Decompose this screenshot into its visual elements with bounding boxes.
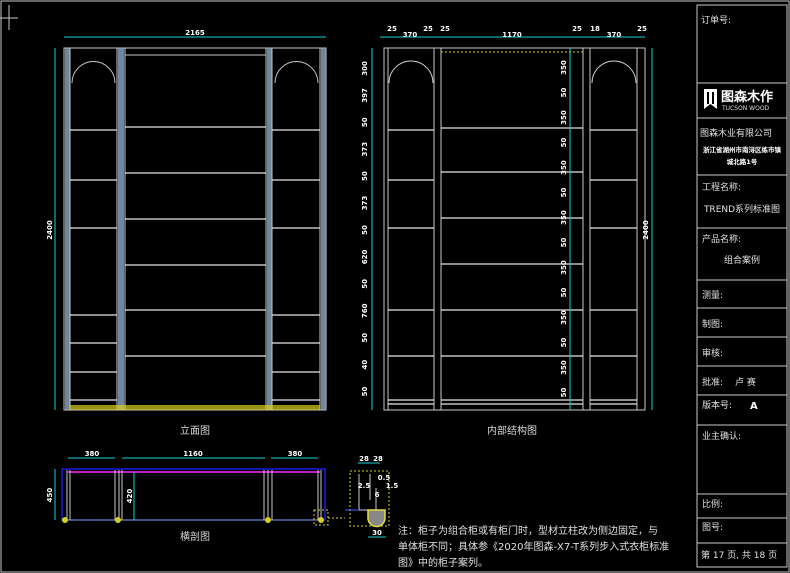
dim-vertical: 50 bbox=[361, 387, 369, 397]
dim-vertical: 350 bbox=[560, 60, 568, 75]
dim-vertical: 350 bbox=[560, 110, 568, 125]
project-value: TREND系列标准图 bbox=[703, 203, 780, 215]
front-elevation-label: 立面图 bbox=[180, 424, 210, 437]
note-line: 注：柜子为组合柜或有柜门时，型材立柱改为侧边固定，与 bbox=[398, 524, 658, 537]
drawing-no-label: 图号: bbox=[702, 522, 723, 533]
note: 注：柜子为组合柜或有柜门时，型材立柱改为侧边固定，与 单体柜不同；具体参《202… bbox=[398, 524, 669, 569]
front-elevation: 2165 2400 立面图 bbox=[46, 29, 327, 437]
company-name: 图森木业有限公司 bbox=[700, 127, 772, 139]
cross-section: 380 1160 380 450 420 横剖图 bbox=[46, 450, 345, 543]
internal-structure-label: 内部结构图 bbox=[487, 424, 537, 437]
section-width-dim: 380 bbox=[85, 450, 100, 458]
company-logo: 图森木作 TUCSON WOOD bbox=[704, 89, 773, 112]
note-line: 图》中的柜子案列。 bbox=[398, 556, 488, 569]
logo-subtext: TUCSON WOOD bbox=[721, 105, 770, 112]
dim-vertical: 50 bbox=[361, 333, 369, 343]
dim-top: 25 bbox=[423, 25, 433, 33]
approve-label: 批准: bbox=[702, 376, 723, 388]
draw-label: 制图: bbox=[702, 318, 723, 330]
dim-vertical: 350 bbox=[560, 210, 568, 225]
dim-top: 370 bbox=[403, 31, 418, 39]
dim-top: 1170 bbox=[502, 31, 522, 39]
measure-label: 测量: bbox=[702, 290, 723, 301]
section-depth-dim: 450 bbox=[46, 488, 54, 503]
product-value: 组合案例 bbox=[724, 254, 760, 266]
dim-vertical: 50 bbox=[361, 279, 369, 289]
company-address: 浙江省湖州市南浔区练市镇 bbox=[703, 145, 782, 154]
dim-top: 25 bbox=[572, 25, 582, 33]
project-label: 工程名称: bbox=[702, 181, 741, 193]
dim-vertical: 50 bbox=[560, 88, 568, 98]
dim-vertical: 350 bbox=[560, 360, 568, 375]
detail-dim: 30 bbox=[372, 529, 382, 537]
title-block: 订单号: 图森木作 TUCSON WOOD 图森木业有限公司 浙江省湖州市南浔区… bbox=[696, 4, 788, 568]
page-number: 第 17 页, 共 18 页 bbox=[701, 549, 777, 561]
order-no-label: 订单号: bbox=[701, 14, 731, 26]
dim-top: 25 bbox=[440, 25, 450, 33]
scale-label: 比例: bbox=[702, 498, 723, 510]
version-label: 版本号: bbox=[702, 399, 732, 411]
internal-height-dim: 2400 bbox=[642, 220, 650, 240]
approver-name: 卢 赛 bbox=[735, 376, 756, 388]
front-width-dim: 2165 bbox=[185, 29, 205, 37]
dim-vertical: 50 bbox=[361, 117, 369, 127]
detail-dim: 28 bbox=[359, 455, 369, 463]
dim-vertical: 50 bbox=[361, 225, 369, 235]
dim-vertical: 397 bbox=[361, 88, 369, 103]
note-line: 单体柜不同；具体参《2020年图森-X7-T系列步入式衣柜标准 bbox=[398, 540, 669, 553]
detail-dim: 0.5 bbox=[378, 474, 391, 482]
dim-top: 25 bbox=[387, 25, 397, 33]
detail-dim: 28 bbox=[373, 455, 383, 463]
logo-text: 图森木作 bbox=[721, 89, 773, 105]
dim-top: 25 bbox=[637, 25, 647, 33]
dim-vertical: 50 bbox=[361, 171, 369, 181]
detail-dim: 6 bbox=[375, 491, 380, 499]
dim-vertical: 373 bbox=[361, 196, 369, 211]
dim-vertical: 50 bbox=[560, 238, 568, 248]
internal-structure: 25 370 25 25 1170 25 18 370 25 300 397 50 3… bbox=[361, 25, 653, 437]
dim-top: 18 bbox=[590, 25, 600, 33]
front-height-dim: 2400 bbox=[46, 220, 54, 240]
dim-vertical: 620 bbox=[361, 249, 369, 264]
cross-section-label: 横剖图 bbox=[180, 530, 210, 543]
section-width-dim: 1160 bbox=[183, 450, 203, 458]
section-depth-dim: 420 bbox=[126, 489, 134, 504]
dim-vertical: 350 bbox=[560, 160, 568, 175]
company-address: 城北路1号 bbox=[727, 157, 758, 166]
dim-vertical: 50 bbox=[560, 288, 568, 298]
version-value: A bbox=[750, 401, 758, 412]
dim-vertical: 50 bbox=[560, 188, 568, 198]
dim-vertical: 50 bbox=[560, 138, 568, 148]
review-label: 审核: bbox=[702, 347, 723, 359]
owner-confirm-label: 业主确认: bbox=[702, 430, 741, 442]
dim-vertical: 300 bbox=[361, 61, 369, 76]
detail-dim: 1.5 bbox=[386, 482, 399, 490]
dim-top: 370 bbox=[607, 31, 622, 39]
section-width-dim: 380 bbox=[288, 450, 303, 458]
detail-dim: 2.5 bbox=[358, 482, 371, 490]
profile-detail: 28 28 2.5 0.5 1.5 6 30 bbox=[345, 455, 399, 538]
dim-vertical: 50 bbox=[560, 388, 568, 398]
dim-vertical: 760 bbox=[361, 303, 369, 318]
dim-vertical: 50 bbox=[560, 338, 568, 348]
dim-vertical: 40 bbox=[361, 360, 369, 370]
dim-vertical: 373 bbox=[361, 142, 369, 157]
product-label: 产品名称: bbox=[702, 233, 741, 245]
dim-vertical: 350 bbox=[560, 310, 568, 325]
dim-vertical: 350 bbox=[560, 260, 568, 275]
